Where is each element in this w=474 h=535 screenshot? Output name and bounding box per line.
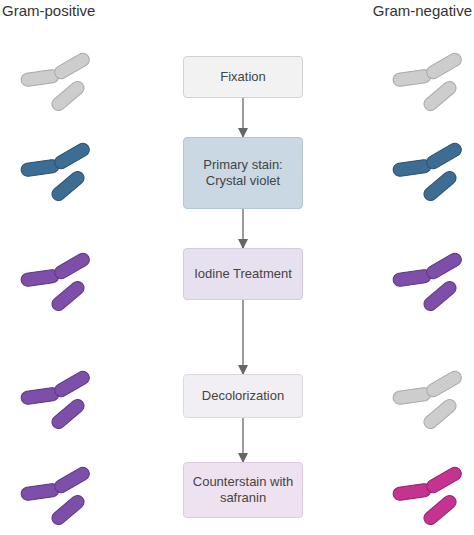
bacteria-group — [392, 251, 463, 313]
process-box: Iodine Treatment — [183, 248, 303, 300]
bacteria-group — [392, 51, 463, 113]
process-box: Fixation — [183, 56, 303, 98]
step-label: Counterstain with safranin — [186, 474, 300, 507]
step-label: Decolorization — [202, 388, 284, 404]
bacteria-group — [392, 141, 463, 203]
bacteria-group — [20, 141, 91, 203]
bacteria-group — [20, 51, 91, 113]
flow-arrow — [242, 418, 243, 462]
bacteria-group — [20, 465, 91, 527]
bacteria-group — [392, 369, 463, 431]
flow-arrow — [242, 300, 243, 374]
bacteria-group — [392, 465, 463, 527]
flow-arrow — [242, 98, 243, 137]
process-box: Primary stain: Crystal violet — [183, 137, 303, 209]
flow-arrow — [242, 209, 243, 248]
bacteria-group — [20, 251, 91, 313]
process-box: Counterstain with safranin — [183, 462, 303, 518]
step-label: Fixation — [220, 69, 266, 85]
column-heading: Gram-positive — [2, 2, 95, 19]
process-box: Decolorization — [183, 374, 303, 418]
bacteria-group — [20, 369, 91, 431]
column-heading: Gram-negative — [373, 2, 472, 19]
step-label: Iodine Treatment — [194, 266, 292, 282]
step-label: Primary stain: Crystal violet — [186, 157, 300, 190]
